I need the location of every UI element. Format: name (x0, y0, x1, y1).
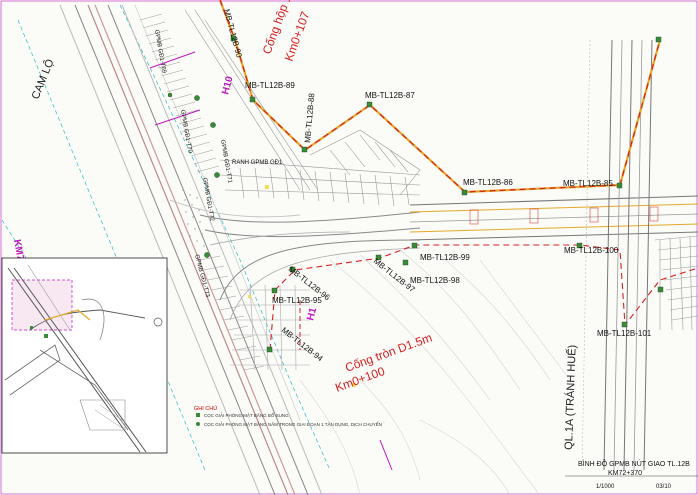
marker-label-90: MB-TL12B-90 (222, 8, 244, 59)
cam-lo-label: CAM LỘ (29, 57, 57, 101)
title-line-1: BÌNH ĐỒ GPMB NÚT GIAO TL.12B (578, 458, 690, 468)
scale-label: 1/1000 (596, 484, 615, 490)
ql1a-label: QL.1A (TRÁNH HUẾ) (562, 345, 579, 451)
legend-item-2: CỌC GIẢI PHÓNG MẶT BẰNG NẰM TRONG GIAI Đ… (204, 420, 382, 427)
boundary-markers (167, 35, 664, 353)
marker-label-99: MB-TL12B-99 (420, 253, 470, 262)
marker-label-89: MB-TL12B-89 (245, 81, 295, 90)
main-highway (59, 4, 323, 495)
yellow-points (248, 185, 356, 387)
gpmb-boundary-top (218, 0, 662, 194)
interchange-ramps (169, 199, 421, 321)
gpmb-boundary-lower (269, 244, 698, 351)
marker-label-101: MB-TL12B-101 (597, 329, 652, 338)
legend-swatch-1 (196, 413, 200, 417)
marker-label-94: MB-TL12B-94 (280, 325, 325, 363)
legend-item-1: CỌC GIẢI PHÓNG MẶT BẰNG BỔ SUNG (204, 411, 289, 418)
gpmb-label-73: GPMB GĐ1-T73 (193, 254, 210, 299)
title-block: BÌNH ĐỒ GPMB NÚT GIAO TL.12B KM72+370 1/… (565, 458, 698, 490)
sheet-number: 03/10 (656, 484, 672, 490)
building-plots-right (654, 235, 698, 331)
title-line-2: KM72+370 (608, 470, 642, 477)
h1-label: H1 (305, 306, 319, 322)
building-plots-top (184, 9, 421, 207)
tl12b-road (409, 195, 698, 241)
marker-label-86: MB-TL12B-86 (463, 178, 513, 187)
ql1a-road (581, 39, 653, 471)
gpmb-label-69: GPMB GĐ1-T69 (153, 29, 167, 74)
inset-map (1, 257, 168, 454)
gpmb-label-70: GPMB GĐ1-T70 (179, 109, 193, 154)
marker-label-87: MB-TL12B-87 (365, 91, 415, 100)
marker-label-88: MB-TL12B-88 (303, 92, 316, 143)
gore-area (182, 189, 205, 247)
marker-label-100: MB-TL12B-100 (564, 246, 619, 255)
ranh-gpmb-label: RANH GPMB GĐ1 (232, 160, 283, 166)
marker-label-95: MB-TL12B-95 (272, 296, 322, 305)
legend-title: GHI CHÚ (194, 405, 217, 412)
round-culvert-label: Cống tròn D1.5m (343, 330, 434, 374)
marker-label-85: MB-TL12B-85 (563, 179, 613, 188)
embankment-hatching (139, 13, 265, 371)
legend-swatch-2 (196, 422, 200, 426)
legend: GHI CHÚ CỌC GIẢI PHÓNG MẶT BẰNG BỔ SUNG … (194, 405, 382, 427)
marker-label-98: MB-TL12B-98 (410, 276, 460, 285)
terrain-contours (299, 249, 571, 495)
h10-label: H10 (220, 75, 235, 96)
magenta-lines (149, 51, 393, 471)
gpmb-label-71: GPMB GĐ1-T71 (219, 139, 233, 184)
